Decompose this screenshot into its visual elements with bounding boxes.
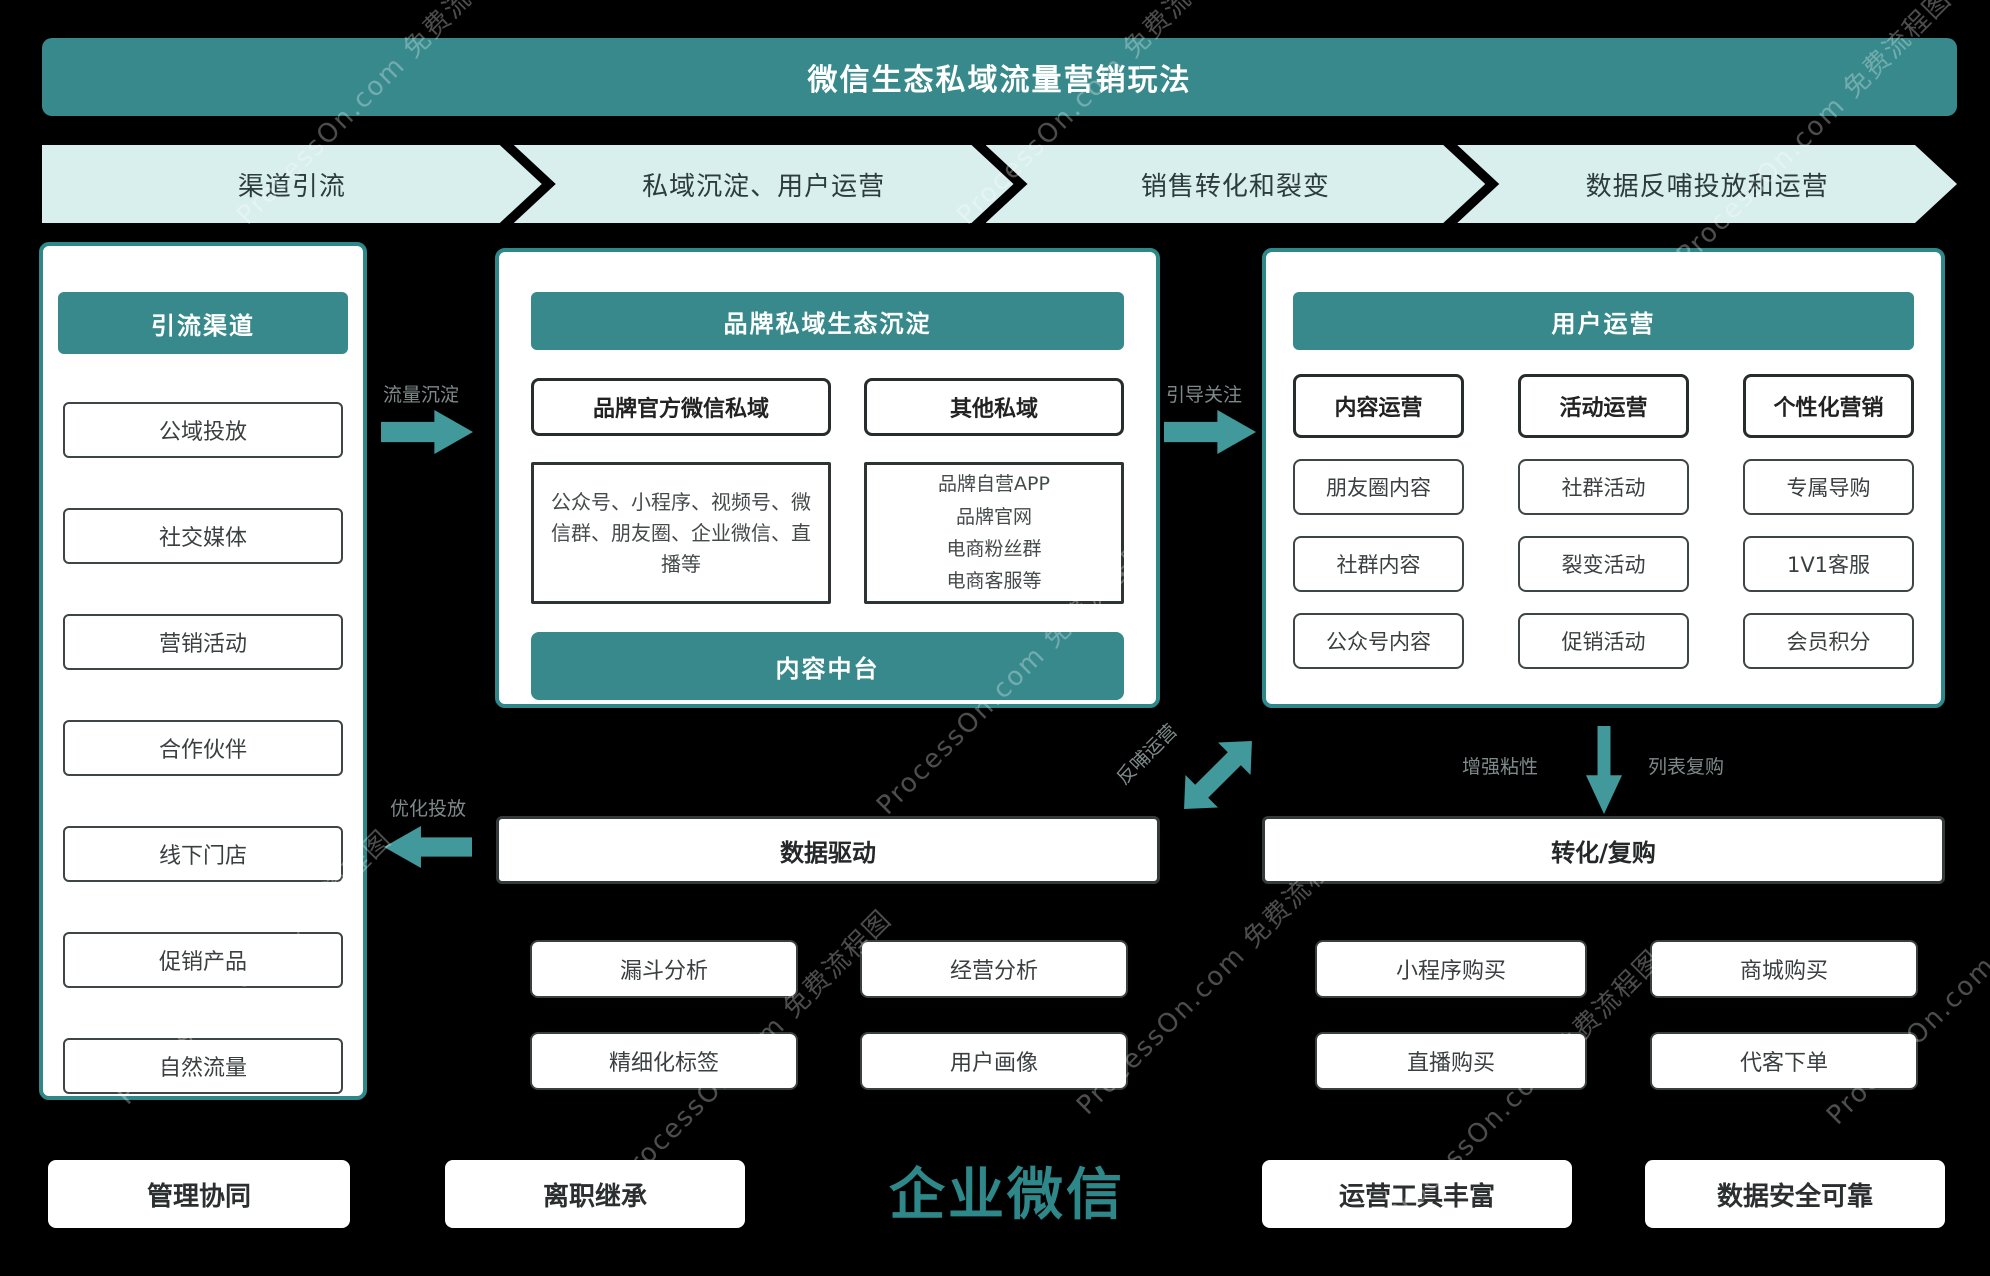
other-private-content: 品牌自营APP 品牌官网 电商粉丝群 电商客服等 bbox=[864, 462, 1124, 604]
other-private-line: 电商客服等 bbox=[946, 570, 1042, 593]
user-profile-box: 用户画像 bbox=[860, 1032, 1128, 1090]
other-private-title: 其他私域 bbox=[864, 378, 1124, 436]
flow-settle-label: 流量沉淀 bbox=[383, 384, 460, 406]
livestream-buy-box: 直播购买 bbox=[1315, 1032, 1587, 1090]
fine-tagging-box: 精细化标签 bbox=[530, 1032, 798, 1090]
channel-item: 营销活动 bbox=[63, 614, 343, 670]
guide-follow-label: 引导关注 bbox=[1166, 384, 1243, 406]
diagram-title: 微信生态私域流量营销玩法 bbox=[42, 38, 1957, 116]
optimize-ads-label: 优化投放 bbox=[390, 798, 467, 820]
user-operations-header: 用户运营 bbox=[1293, 292, 1914, 350]
repurchase-down-arrow-icon bbox=[1586, 726, 1622, 814]
ops-item: 会员积分 bbox=[1743, 613, 1914, 669]
channel-item: 合作伙伴 bbox=[63, 720, 343, 776]
stage-chevron-3: 销售转化和裂变 bbox=[986, 145, 1486, 223]
miniprogram-buy-box: 小程序购买 bbox=[1315, 940, 1587, 998]
personalized-mkt-title: 个性化营销 bbox=[1743, 374, 1914, 438]
private-ecosystem-panel: 品牌私域生态沉淀 品牌官方微信私域 公众号、小程序、视频号、微信群、朋友圈、企业… bbox=[495, 248, 1160, 708]
stage-band: 渠道引流 私域沉淀、用户运营 销售转化和裂变 数据反哺投放和运营 bbox=[42, 145, 1957, 223]
data-driven-box: 数据驱动 bbox=[496, 816, 1160, 884]
ops-item: 公众号内容 bbox=[1293, 613, 1464, 669]
rich-tools-box: 运营工具丰富 bbox=[1262, 1160, 1572, 1228]
business-analysis-box: 经营分析 bbox=[860, 940, 1128, 998]
channel-item: 社交媒体 bbox=[63, 508, 343, 564]
list-repurchase-label: 列表复购 bbox=[1648, 756, 1725, 778]
agent-order-box: 代客下单 bbox=[1650, 1032, 1918, 1090]
guide-follow-arrow-icon bbox=[1164, 410, 1256, 454]
channel-item: 促销产品 bbox=[63, 932, 343, 988]
ops-item: 社群内容 bbox=[1293, 536, 1464, 592]
other-private-column: 其他私域 品牌自营APP 品牌官网 电商粉丝群 电商客服等 bbox=[864, 378, 1124, 604]
ops-item: 1V1客服 bbox=[1743, 536, 1914, 592]
flow-settle-arrow-icon bbox=[381, 410, 473, 454]
channel-item: 线下门店 bbox=[63, 826, 343, 882]
content-ops-title: 内容运营 bbox=[1293, 374, 1464, 438]
ops-item: 专属导购 bbox=[1743, 459, 1914, 515]
conversion-box: 转化/复购 bbox=[1262, 816, 1945, 884]
funnel-analysis-box: 漏斗分析 bbox=[530, 940, 798, 998]
ops-item: 裂变活动 bbox=[1518, 536, 1689, 592]
stage-chevron-1: 渠道引流 bbox=[42, 145, 542, 223]
optimize-ads-arrow-icon bbox=[384, 826, 472, 868]
ops-item: 社群活动 bbox=[1518, 459, 1689, 515]
other-private-line: 品牌自营APP bbox=[938, 473, 1050, 496]
channel-item: 自然流量 bbox=[63, 1038, 343, 1094]
other-private-line: 电商粉丝群 bbox=[946, 538, 1042, 560]
traffic-channels-header: 引流渠道 bbox=[58, 292, 348, 354]
user-operations-panel: 用户运营 内容运营 活动运营 个性化营销 朋友圈内容 社群活动 专属导购 社群内… bbox=[1262, 248, 1945, 708]
wechat-private-content: 公众号、小程序、视频号、微信群、朋友圈、企业微信、直播等 bbox=[531, 462, 831, 604]
stage-chevron-2: 私域沉淀、用户运营 bbox=[514, 145, 1014, 223]
enhance-sticky-label: 增强粘性 bbox=[1462, 756, 1539, 778]
traffic-channels-panel: 引流渠道 公域投放 社交媒体 营销活动 合作伙伴 线下门店 促销产品 自然流量 bbox=[39, 242, 367, 1100]
wechat-private-column: 品牌官方微信私域 公众号、小程序、视频号、微信群、朋友圈、企业微信、直播等 bbox=[531, 378, 831, 604]
stage-chevron-4: 数据反哺投放和运营 bbox=[1457, 145, 1957, 223]
content-hub-bar: 内容中台 bbox=[531, 632, 1124, 700]
wechat-private-title: 品牌官方微信私域 bbox=[531, 378, 831, 436]
ops-item: 促销活动 bbox=[1518, 613, 1689, 669]
other-private-line: 品牌官网 bbox=[955, 505, 1032, 528]
data-security-box: 数据安全可靠 bbox=[1645, 1160, 1945, 1228]
private-ecosystem-header: 品牌私域生态沉淀 bbox=[531, 292, 1124, 350]
ops-item: 朋友圈内容 bbox=[1293, 459, 1464, 515]
feedback-ops-double-arrow-icon bbox=[1168, 725, 1268, 825]
resign-inherit-box: 离职继承 bbox=[445, 1160, 745, 1228]
activity-ops-title: 活动运营 bbox=[1518, 374, 1689, 438]
mgmt-collab-box: 管理协同 bbox=[48, 1160, 350, 1228]
mall-buy-box: 商城购买 bbox=[1650, 940, 1918, 998]
wecom-brand-text: 企业微信 bbox=[889, 1162, 1125, 1228]
feedback-ops-label: 反哺运营 bbox=[1112, 719, 1182, 790]
channel-item: 公域投放 bbox=[63, 402, 343, 458]
